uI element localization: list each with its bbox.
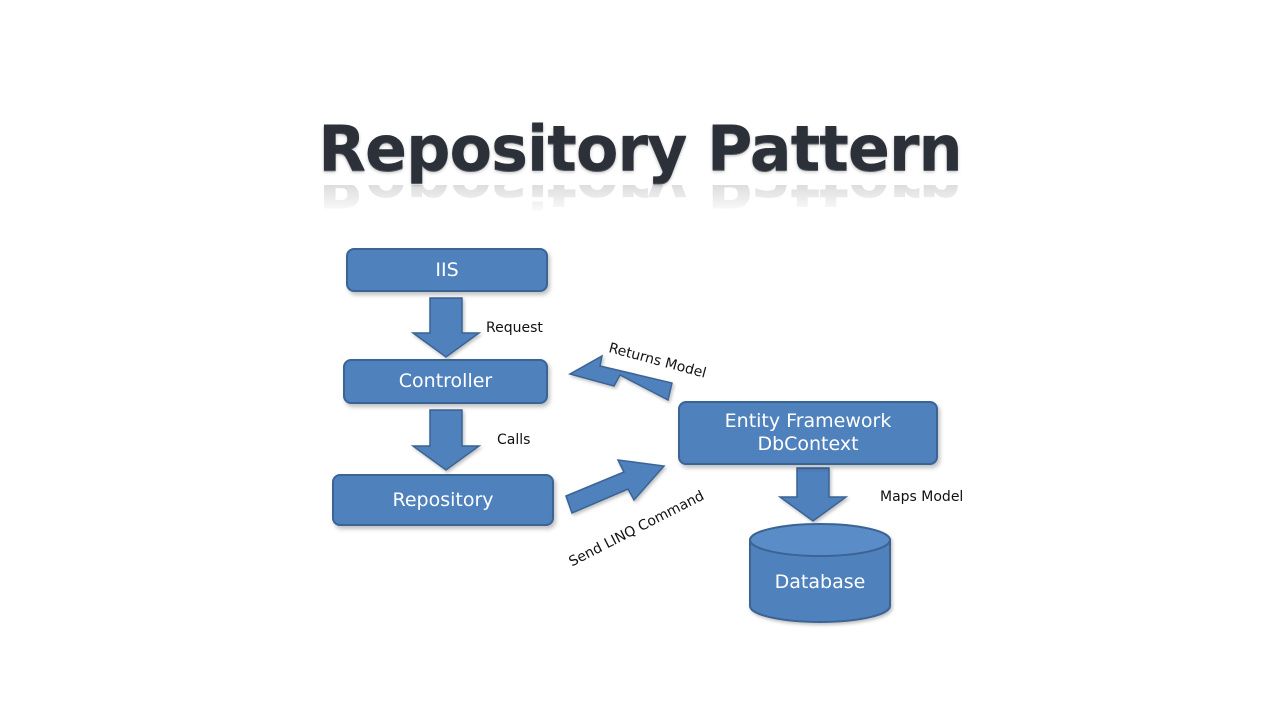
edge-label-maps-model: Maps Model: [880, 489, 964, 505]
node-controller: Controller: [343, 359, 548, 404]
node-entity-framework: Entity Framework DbContext: [678, 401, 938, 465]
title-container: Repository Pattern: [0, 118, 1280, 180]
arrow-iis-to-controller: [410, 297, 482, 358]
edge-label-request: Request: [486, 320, 543, 336]
arrow-ef-to-controller: [568, 354, 673, 402]
node-ef-line1: Entity Framework: [724, 410, 892, 433]
node-iis: IIS: [346, 248, 548, 292]
arrow-controller-to-repository: [410, 409, 482, 471]
node-controller-label: Controller: [398, 370, 493, 393]
edge-label-calls: Calls: [497, 432, 531, 448]
node-iis-label: IIS: [435, 258, 459, 281]
arrow-repository-to-ef: [565, 459, 666, 515]
node-database-label: Database: [774, 571, 866, 593]
node-ef-line2: DbContext: [757, 433, 859, 455]
page-title: Repository Pattern: [318, 112, 962, 185]
arrow-ef-to-database: [777, 467, 849, 522]
node-repository: Repository: [332, 474, 554, 526]
node-repository-label: Repository: [392, 488, 494, 511]
database-cylinder: [749, 523, 891, 623]
